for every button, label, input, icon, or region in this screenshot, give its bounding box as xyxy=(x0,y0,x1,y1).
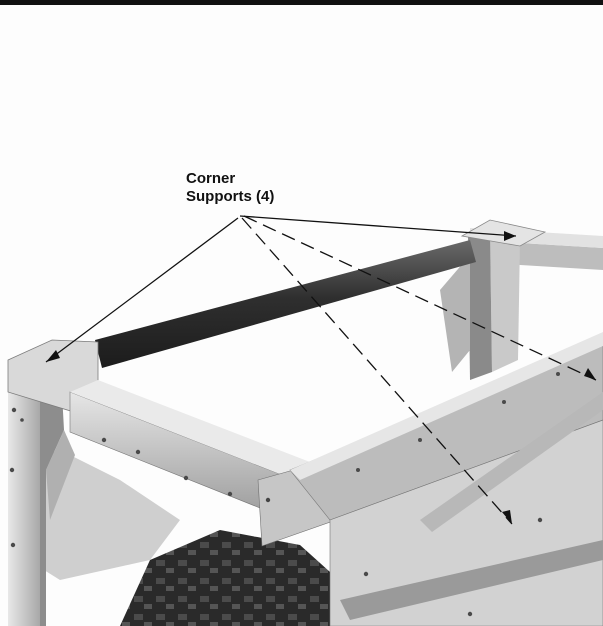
tire-left-shadow xyxy=(28,450,180,580)
right-side-rail xyxy=(289,332,603,521)
arrowhead-rear-right xyxy=(504,231,516,241)
corner-support-rear-right xyxy=(460,219,547,247)
corner-supports-callout: Corner Supports (4) xyxy=(186,170,274,206)
arrowhead-hidden-center xyxy=(502,510,512,524)
lower-front-channel xyxy=(329,419,603,626)
arrowhead-hidden-right xyxy=(584,368,596,380)
leader-line-hidden-right xyxy=(243,215,597,381)
rear-right-post xyxy=(440,228,520,380)
top-rule xyxy=(0,0,603,5)
leader-line-hidden-center xyxy=(241,217,513,525)
callout-line-2: Supports (4) xyxy=(186,188,275,205)
front-side-rail xyxy=(69,380,310,534)
leader-lines xyxy=(45,215,597,525)
leader-line-front-left xyxy=(45,217,239,363)
callout-line-1: Corner xyxy=(186,170,236,187)
leader-arrowheads xyxy=(46,231,596,524)
tire-bottom xyxy=(120,530,360,626)
arrowhead-front-left xyxy=(46,350,60,362)
leader-line-rear-right xyxy=(239,215,517,237)
front-left-post xyxy=(8,350,75,626)
top-tube-bar xyxy=(95,240,476,368)
inner-cross-brace xyxy=(420,392,603,532)
